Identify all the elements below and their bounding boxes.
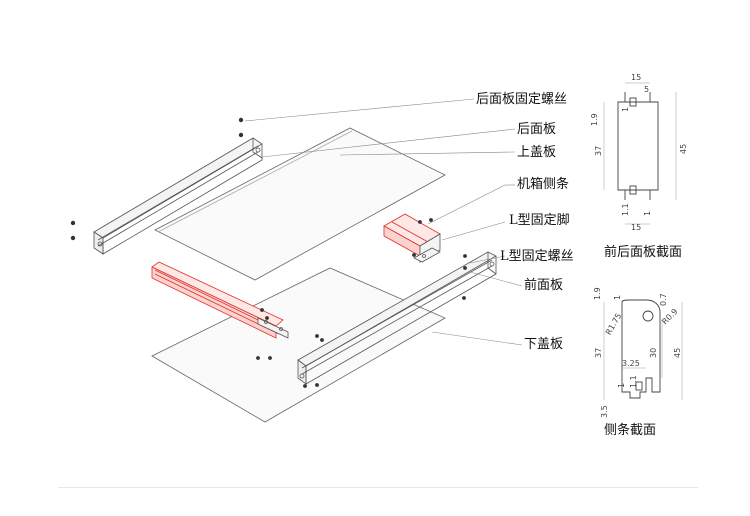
label-front-panel: 前面板 — [524, 278, 564, 293]
dim-panel-bot-width: 15 — [631, 223, 641, 232]
dim-rail-bot35: 3.5 — [600, 405, 609, 418]
dim-rail-radius1: R1.75 — [604, 312, 623, 337]
dim-panel-left-top: 1.9 — [590, 113, 599, 126]
panel-section-drawing — [603, 82, 677, 225]
label-rear-panel-screw: 后面板固定螺丝 — [476, 92, 568, 107]
bottom-divider — [58, 487, 698, 488]
front-panel-bracket — [257, 317, 289, 339]
dim-panel-top-width: 15 — [631, 73, 641, 82]
label-top-cover: 上盖板 — [517, 145, 557, 160]
side-rail-long — [297, 251, 497, 385]
label-rear-panel: 后面板 — [517, 122, 557, 137]
l-bracket-part — [413, 233, 441, 263]
dim-rail-top-right: 0.7 — [659, 293, 668, 306]
dim-rail-top-small: 1 — [613, 295, 622, 300]
rear-panel-part — [93, 137, 263, 255]
label-l-bracket-screw: L型固定螺丝 — [500, 249, 574, 264]
front-panel-part — [151, 261, 284, 339]
dim-rail-radius2: R0.9 — [660, 307, 679, 326]
label-side-rail: 机箱侧条 — [517, 177, 570, 192]
dim-rail-left-top: 1.9 — [593, 287, 602, 300]
screws — [70, 117, 467, 388]
label-l-bracket: L型固定脚 — [509, 213, 570, 228]
dim-rail-w325: 3.25 — [622, 359, 640, 368]
label-bottom-cover: 下盖板 — [524, 337, 564, 352]
dim-panel-bot-tiny: 1 — [643, 211, 652, 216]
dim-panel-bot-small: 1.1 — [621, 203, 630, 216]
caption-rail-section: 侧条截面 — [604, 423, 657, 438]
dim-rail-inner-h: 30 — [649, 348, 658, 358]
dim-rail-right-h: 45 — [673, 348, 682, 358]
bottom-cover-sheet — [151, 267, 446, 423]
leader-lines — [244, 98, 523, 346]
rail-section-drawing — [603, 299, 683, 400]
dim-panel-left-mid: 37 — [594, 146, 603, 156]
top-cover-sheet — [154, 127, 446, 281]
dim-panel-right-height: 45 — [679, 144, 688, 154]
caption-panel-section: 前后面板截面 — [604, 245, 683, 260]
dim-panel-top-small: 5 — [644, 85, 649, 94]
dim-rail-left-mid: 37 — [594, 348, 603, 358]
dim-panel-mid-small: 1 — [621, 107, 630, 112]
dim-rail-small11: 1.1 — [629, 375, 638, 388]
dim-rail-small1: 1 — [617, 383, 626, 388]
